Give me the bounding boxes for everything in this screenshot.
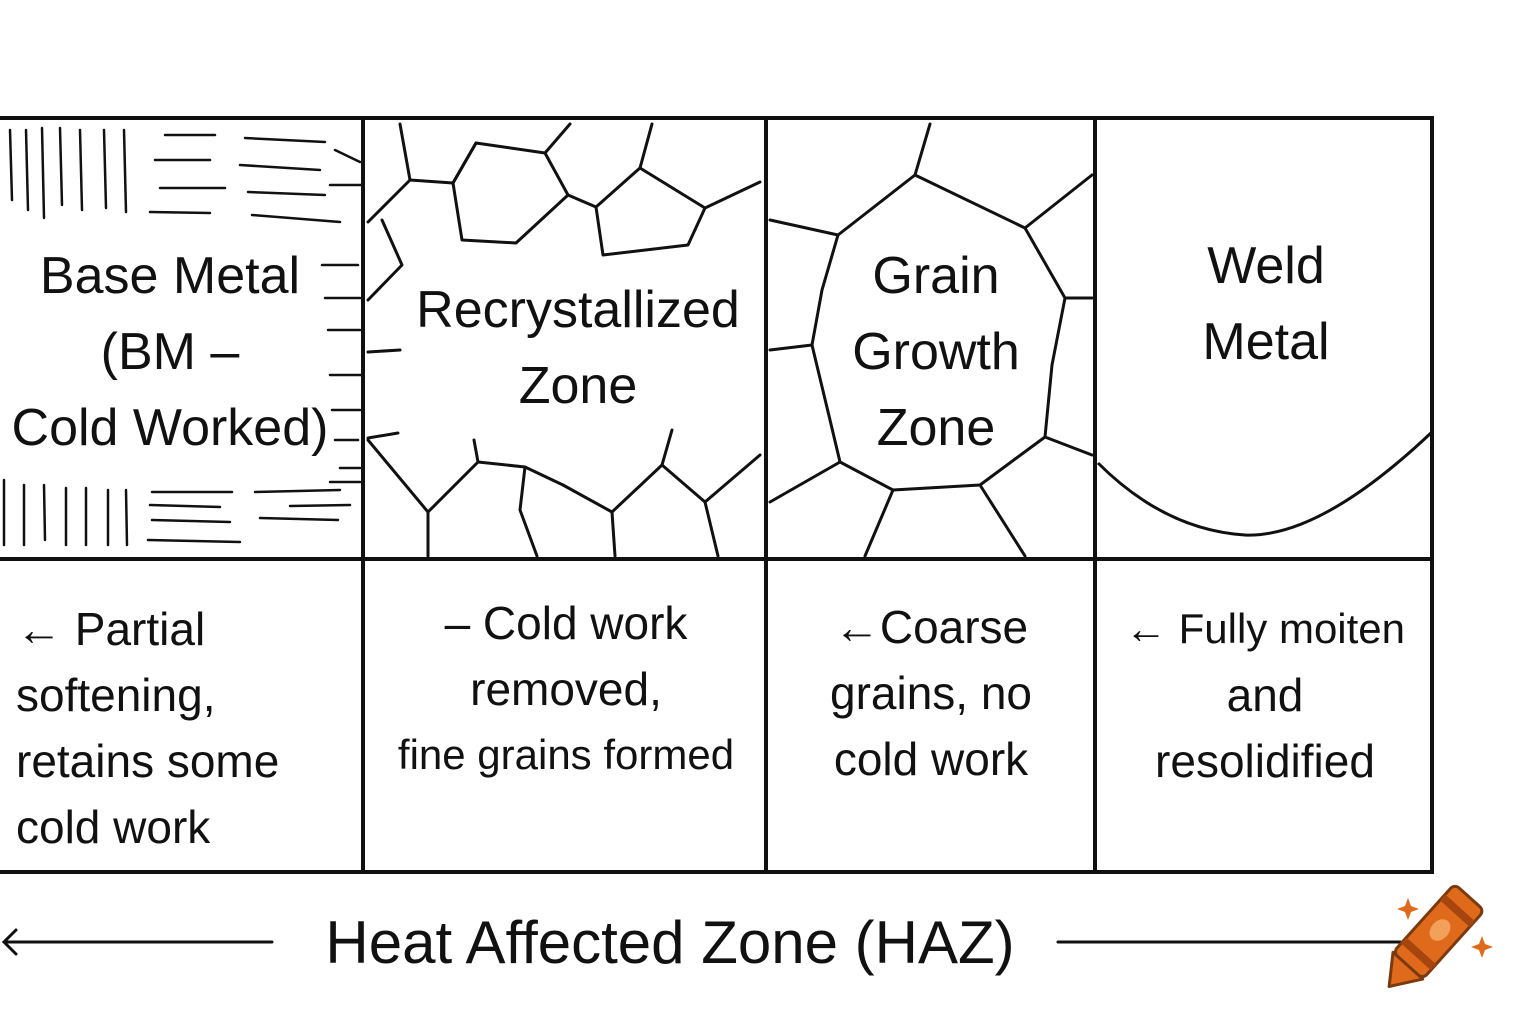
description-line: ← Fully moiten <box>1124 605 1406 652</box>
title-line: Metal <box>1202 313 1330 371</box>
description-line: resolidified <box>1155 735 1375 787</box>
zone-description-base-metal: ← Partial softening, retains some cold w… <box>16 596 279 860</box>
zone-description-weld-metal: ← Fully moiten and resolidified <box>1100 596 1430 794</box>
title-line: Base Metal <box>39 247 301 305</box>
description-line: ← Partial <box>16 603 206 655</box>
zone-title-base-metal: Base Metal (BM – Cold Worked) <box>0 238 340 466</box>
fine-grain-boundaries <box>366 122 762 558</box>
title-line: Cold Worked) <box>11 399 329 457</box>
haz-label: Heat Affected Zone (HAZ) <box>290 898 1050 988</box>
fusion-line <box>1096 430 1434 537</box>
description-line: softening, <box>16 669 216 721</box>
title-line: Recrystallized <box>416 281 740 339</box>
zone-title-weld-metal: Weld Metal <box>1166 228 1366 380</box>
zone-description-recrystallized: – Cold work removed, fine grains formed <box>370 590 762 788</box>
description-line: removed, <box>470 663 662 715</box>
description-line: fine grains formed <box>397 731 735 778</box>
description-line: cold work <box>16 801 211 853</box>
description-line: cold work <box>833 733 1029 785</box>
crayon-icon <box>1387 884 1493 988</box>
haz-arrow <box>1 928 1402 956</box>
description-line: – Cold work <box>444 597 688 649</box>
zone-title-grain-growth: Grain Growth Zone <box>836 238 1036 466</box>
title-line: Weld <box>1207 237 1325 295</box>
title-line: Zone <box>518 357 638 415</box>
description-line: retains some <box>16 735 280 787</box>
title-line: Growth <box>852 323 1020 381</box>
table-frame <box>0 116 1434 874</box>
coarse-grain-boundaries <box>768 122 1094 558</box>
zone-description-grain-growth: ←Coarse grains, no cold work <box>772 594 1090 792</box>
title-line: Zone <box>876 399 996 457</box>
zone-title-recrystallized: Recrystallized Zone <box>378 272 778 424</box>
description-line: grains, no <box>829 667 1032 719</box>
description-line: and <box>1226 669 1304 721</box>
title-line: Grain <box>872 247 1000 305</box>
title-line: (BM – <box>100 323 240 381</box>
description-line: ←Coarse <box>833 601 1029 653</box>
cold-work-hatching <box>2 126 364 547</box>
